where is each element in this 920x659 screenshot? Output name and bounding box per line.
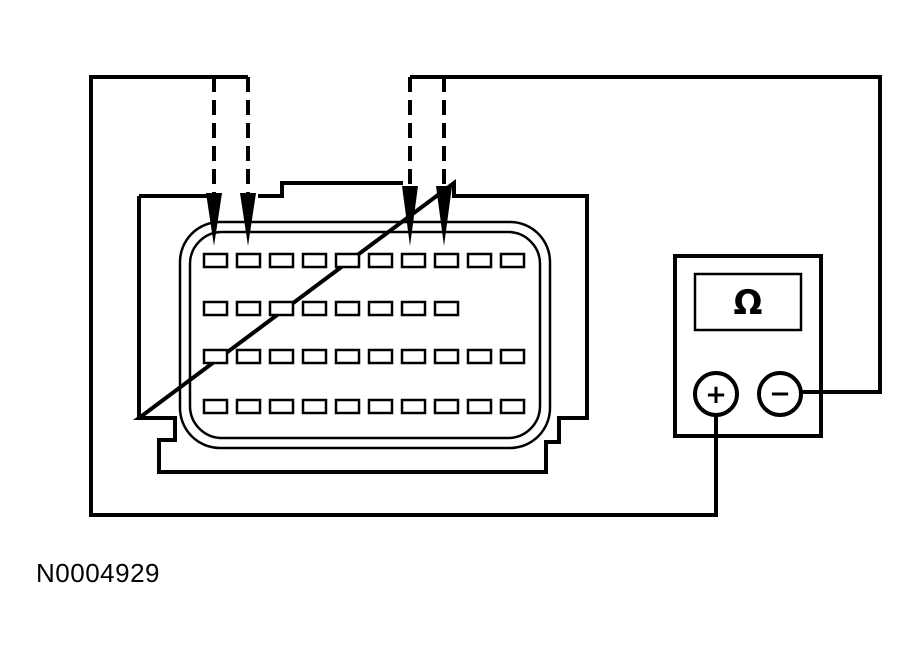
pin-cavity — [268, 398, 295, 415]
probe-tip-3 — [402, 186, 418, 246]
pin-cavity — [466, 398, 493, 415]
pin-cavity — [301, 252, 328, 269]
pin-cavity — [202, 348, 229, 365]
pin-cavity — [466, 252, 493, 269]
pin-cavity — [334, 348, 361, 365]
pin-cavity — [367, 398, 394, 415]
pin-cavity — [235, 252, 262, 269]
pin-cavity — [202, 398, 229, 415]
pin-cavity — [268, 300, 295, 317]
pin-cavity — [367, 348, 394, 365]
pin-cavity — [499, 398, 526, 415]
positive-terminal — [693, 371, 739, 417]
pin-cavity — [367, 300, 394, 317]
pin-cavity — [235, 300, 262, 317]
pin-cavity — [400, 300, 427, 317]
pin-cavity — [268, 252, 295, 269]
connector-housing — [132, 179, 589, 474]
pin-cavity — [433, 300, 460, 317]
pin-cavity — [433, 348, 460, 365]
connector-seal-outer — [178, 220, 552, 450]
pin-cavity — [301, 398, 328, 415]
probe-tips — [206, 186, 452, 246]
wire-positive-lead — [89, 75, 718, 517]
pin-cavity — [235, 398, 262, 415]
pin-cavities — [202, 252, 526, 415]
pin-cavity — [334, 252, 361, 269]
figure-id-label: N0004929 — [36, 558, 160, 588]
pin-cavity — [334, 398, 361, 415]
pin-cavity — [400, 348, 427, 365]
negative-terminal-label: − — [769, 379, 791, 409]
pin-cavity — [301, 300, 328, 317]
pin-cavity — [268, 348, 295, 365]
probe-tip-2 — [240, 193, 256, 246]
pin-cavity — [433, 252, 460, 269]
pin-cavity — [334, 300, 361, 317]
connector-seal-inner — [188, 230, 542, 440]
ohmmeter-display — [693, 272, 803, 332]
ohmmeter-body — [673, 254, 823, 438]
wire-negative-lead — [411, 75, 882, 394]
probe-tip-1 — [206, 193, 222, 246]
pin-cavity — [202, 300, 229, 317]
pin-cavity — [433, 398, 460, 415]
positive-terminal-label: + — [705, 380, 727, 410]
pin-cavity — [367, 252, 394, 269]
probe-tip-4 — [436, 186, 452, 246]
pin-cavity — [202, 252, 229, 269]
pin-cavity — [499, 252, 526, 269]
pin-cavity — [400, 398, 427, 415]
ohm-symbol: Ω — [734, 283, 763, 323]
ohmmeter: Ω + − — [673, 254, 823, 438]
pin-cavity — [400, 252, 427, 269]
pin-cavity — [235, 348, 262, 365]
pin-cavity — [301, 348, 328, 365]
pin-cavity — [466, 348, 493, 365]
probe-leads — [212, 75, 446, 195]
pin-cavity — [499, 348, 526, 365]
negative-terminal — [757, 371, 803, 417]
